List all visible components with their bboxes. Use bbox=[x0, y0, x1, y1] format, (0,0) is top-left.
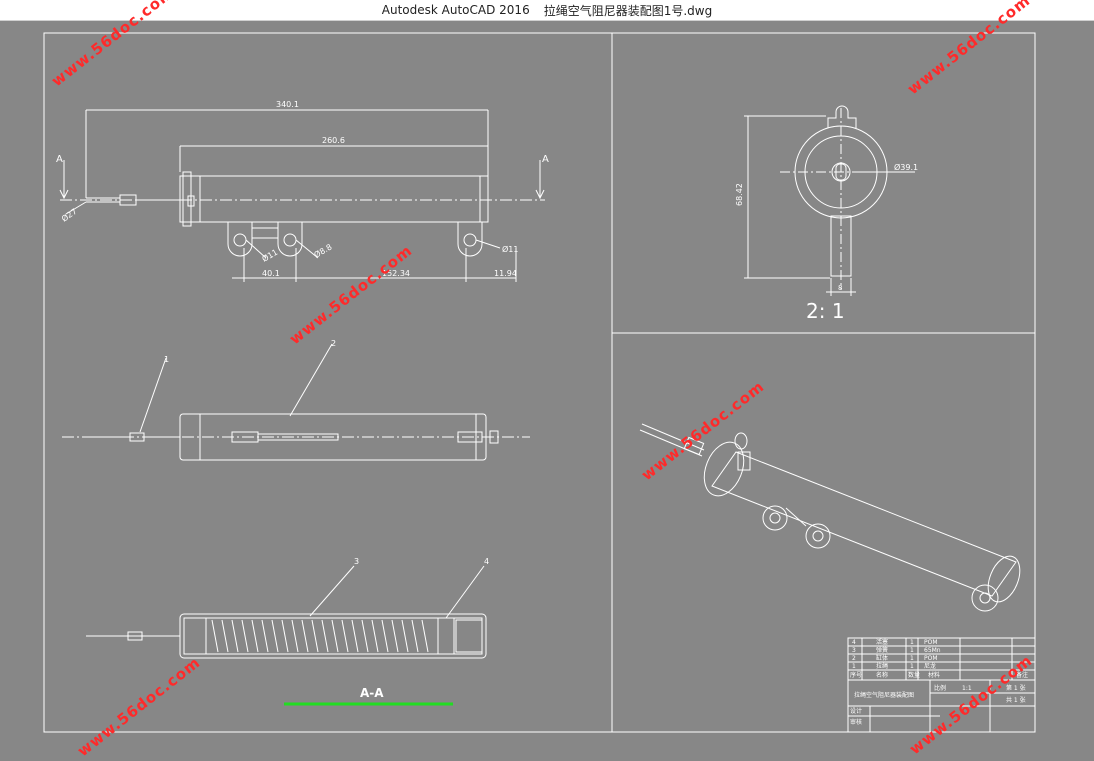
tb-row-material: 尼龙 bbox=[924, 662, 936, 670]
middle-view bbox=[62, 343, 530, 461]
title-bar: Autodesk AutoCAD 2016 拉绳空气阻尼器装配图1号.dwg bbox=[0, 0, 1094, 21]
tb-row-name: 拉绳 bbox=[876, 662, 888, 670]
app-title: Autodesk AutoCAD 2016 bbox=[381, 3, 530, 17]
tb-scale-label: 比例 bbox=[934, 684, 946, 692]
dim-body: 260.6 bbox=[322, 136, 345, 145]
dim-width: 8 bbox=[838, 284, 842, 292]
dim-bottom-1: 40.1 bbox=[262, 269, 280, 278]
drawing-canvas[interactable]: 340.1 260.6 A A Ø27 Ø11 Ø8.8 Ø11 40.1 15… bbox=[0, 21, 1094, 757]
dim-height: 68.42 bbox=[735, 183, 744, 206]
front-view bbox=[59, 109, 545, 282]
tb-row-qty: 1 bbox=[910, 655, 914, 662]
dim-hole-b: Ø8.8 bbox=[312, 242, 333, 260]
balloon-1: 1 bbox=[164, 355, 169, 364]
cad-drawing[interactable]: 340.1 260.6 A A Ø27 Ø11 Ø8.8 Ø11 40.1 15… bbox=[0, 21, 1094, 757]
tb-header-name: 名称 bbox=[876, 671, 888, 679]
tb-header-qty: 数量 bbox=[908, 671, 920, 679]
dim-hole-c: Ø11 bbox=[502, 244, 518, 254]
title-block bbox=[847, 637, 1036, 733]
sheet-border bbox=[43, 32, 1036, 733]
tb-sheet-total: 共 1 张 bbox=[1006, 696, 1026, 704]
section-mark-left: A bbox=[56, 154, 63, 165]
dim-bottom-3: 11.94 bbox=[494, 269, 517, 278]
tb-checker-label: 审核 bbox=[850, 718, 862, 726]
tb-scale-value: 1:1 bbox=[962, 685, 972, 692]
tb-header-note: 备注 bbox=[1016, 671, 1028, 679]
tb-row-name: 活塞 bbox=[876, 638, 888, 646]
tb-header-material: 材料 bbox=[928, 671, 940, 679]
file-title: 拉绳空气阻尼器装配图1号.dwg bbox=[543, 3, 713, 18]
tb-row-qty: 1 bbox=[910, 663, 914, 670]
balloon-4: 4 bbox=[484, 557, 489, 566]
section-mark-right: A bbox=[542, 154, 549, 165]
dim-overall: 340.1 bbox=[276, 100, 299, 109]
tb-row-qty: 1 bbox=[910, 639, 914, 646]
tb-row-no: 1 bbox=[852, 663, 856, 670]
tb-row-material: POM bbox=[924, 639, 938, 646]
tb-designer-label: 设计 bbox=[850, 707, 862, 715]
tb-row-no: 3 bbox=[852, 647, 856, 654]
tb-row-no: 4 bbox=[852, 639, 856, 646]
balloon-2: 2 bbox=[331, 339, 336, 348]
iso-view bbox=[639, 423, 1021, 612]
section-view bbox=[86, 565, 487, 659]
tb-header-no: 序号 bbox=[850, 671, 862, 679]
tb-sheet-label: 第 1 张 bbox=[1006, 684, 1026, 692]
scale-label: 2: 1 bbox=[806, 299, 845, 323]
tb-row-qty: 1 bbox=[910, 647, 914, 654]
tb-drawing-name: 拉绳空气阻尼器装配图 bbox=[854, 691, 914, 699]
tb-row-material: 65Mn bbox=[924, 647, 941, 654]
dim-diameter: Ø39.1 bbox=[894, 162, 918, 172]
dim-bottom-2: 152.34 bbox=[382, 269, 410, 278]
tb-row-name: 缸体 bbox=[876, 654, 888, 662]
tb-row-no: 2 bbox=[852, 655, 856, 662]
balloon-3: 3 bbox=[354, 557, 359, 566]
tb-row-name: 弹簧 bbox=[876, 646, 888, 654]
dim-hole-a: Ø11 bbox=[260, 247, 279, 264]
tb-row-material: POM bbox=[924, 655, 938, 662]
section-label: A-A bbox=[360, 686, 384, 700]
side-view bbox=[744, 105, 915, 296]
